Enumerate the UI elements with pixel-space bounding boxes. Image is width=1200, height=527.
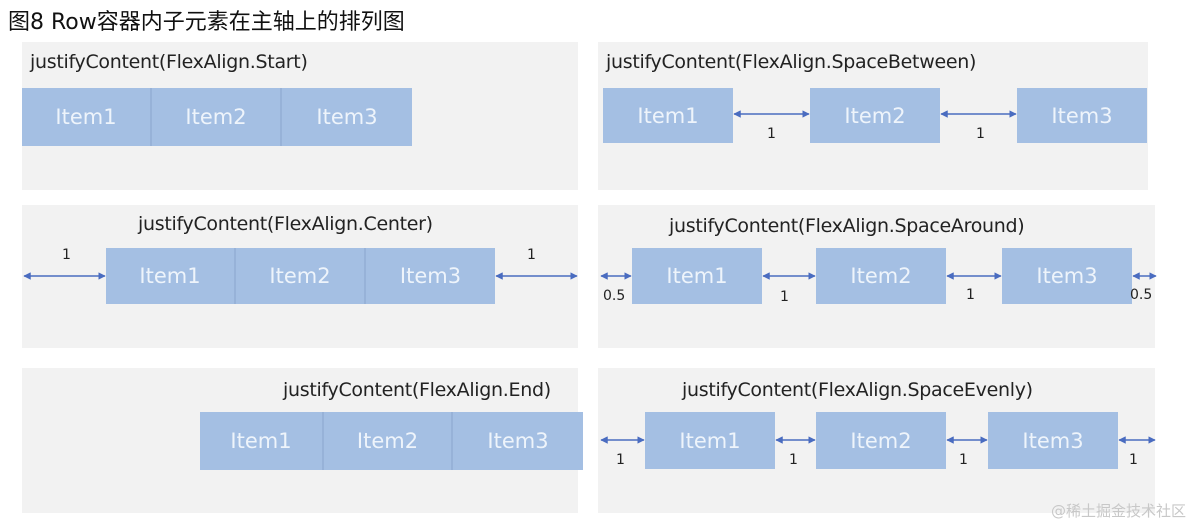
item-group: Item1 Item2 Item3 xyxy=(200,412,583,470)
item-box: Item3 xyxy=(366,248,495,304)
item-box: Item2 xyxy=(816,248,946,304)
gap-label: 1 xyxy=(1129,452,1138,468)
panel-label: justifyContent(FlexAlign.SpaceBetween) xyxy=(606,51,977,73)
panel-label: justifyContent(FlexAlign.Center) xyxy=(138,213,433,235)
panel-label: justifyContent(FlexAlign.Start) xyxy=(30,51,308,73)
gap-label: 0.5 xyxy=(1130,287,1153,303)
item-group: Item1 Item2 Item3 xyxy=(22,88,412,146)
panel-label: justifyContent(FlexAlign.End) xyxy=(283,379,551,401)
item-box: Item2 xyxy=(324,412,453,470)
gap-label: 0.5 xyxy=(603,288,626,304)
item-box: Item2 xyxy=(816,412,946,469)
gap-label: 1 xyxy=(976,126,985,142)
item-box: Item3 xyxy=(1017,88,1147,143)
gap-label: 1 xyxy=(527,247,536,263)
figure-title: 图8 Row容器内子元素在主轴上的排列图 xyxy=(8,10,405,35)
item-box: Item1 xyxy=(22,88,152,146)
gap-label: 1 xyxy=(959,452,968,468)
panel-label: justifyContent(FlexAlign.SpaceEvenly) xyxy=(682,379,1033,401)
item-group: Item1 Item2 Item3 xyxy=(106,248,495,304)
gap-label: 1 xyxy=(62,247,71,263)
item-box: Item2 xyxy=(152,88,282,146)
item-box: Item2 xyxy=(810,88,940,143)
gap-label: 1 xyxy=(966,287,975,303)
gap-label: 1 xyxy=(767,126,776,142)
item-box: Item1 xyxy=(106,248,236,304)
item-box: Item1 xyxy=(645,412,775,469)
item-box: Item1 xyxy=(632,248,762,304)
gap-label: 1 xyxy=(789,452,798,468)
item-box: Item1 xyxy=(200,412,324,470)
watermark: @稀土掘金技术社区 xyxy=(1050,502,1186,520)
gap-label: 1 xyxy=(616,452,625,468)
item-box: Item3 xyxy=(282,88,412,146)
item-box: Item1 xyxy=(603,88,733,143)
item-box: Item3 xyxy=(1002,248,1132,304)
item-box: Item3 xyxy=(453,412,583,470)
panel-label: justifyContent(FlexAlign.SpaceAround) xyxy=(669,215,1025,237)
item-box: Item2 xyxy=(236,248,366,304)
item-box: Item3 xyxy=(988,412,1118,469)
gap-label: 1 xyxy=(780,289,789,305)
